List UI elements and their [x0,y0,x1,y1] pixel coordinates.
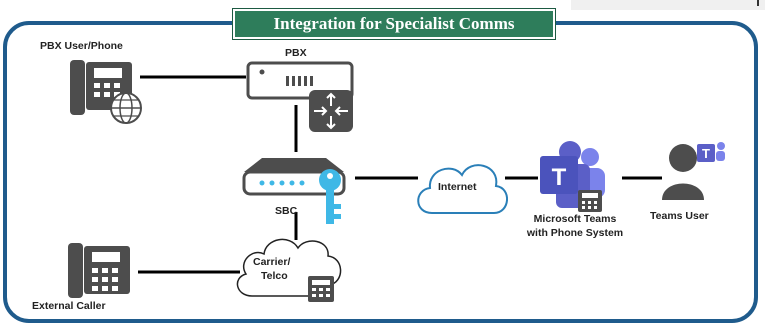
diagram-title: Integration for Specialist Comms [233,9,555,39]
carrier-cloud-icon [236,238,342,302]
label-internet: Internet [438,181,477,193]
scroll-tick [757,0,759,6]
top-bar [571,0,765,10]
label-pbx: PBX [285,47,307,59]
label-teams-user: Teams User [650,210,709,222]
label-sbc: SBC [275,205,298,217]
label-external-caller: External Caller [32,300,106,312]
svg-text:T: T [702,146,710,161]
label-carrier-line1: Carrier/ [253,256,291,268]
internet-cloud-icon [417,164,508,214]
connection-lines [138,75,662,274]
label-carrier-line2: Telco [261,270,288,282]
teams-icon: T [540,141,605,212]
key-icon [319,169,341,224]
label-pbx-user: PBX User/Phone [40,40,123,52]
sbc-icon [242,158,346,224]
label-teams-line1: Microsoft Teams [533,213,617,225]
teams-user-icon: T [662,142,725,200]
label-teams-line2: with Phone System [526,227,624,239]
pbx-user-phone-icon [70,60,142,124]
svg-text:T: T [552,164,567,191]
external-caller-phone-icon [68,243,130,298]
pbx-icon [246,61,354,132]
